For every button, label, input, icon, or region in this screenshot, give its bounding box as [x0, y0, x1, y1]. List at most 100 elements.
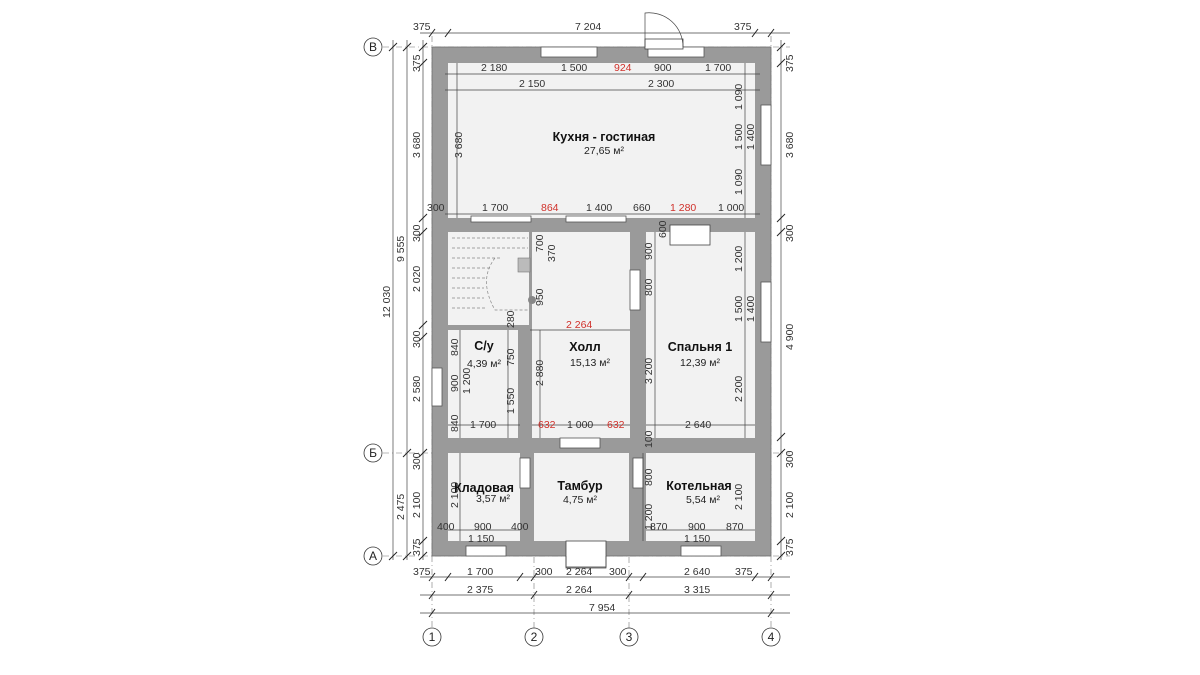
room-name-bedroom: Спальня 1: [668, 340, 732, 354]
dim-hall-b1: 632: [538, 419, 556, 431]
dim-b4: 1 150: [684, 533, 710, 545]
room-area-kitchen: 27,65 м²: [584, 145, 624, 157]
dim-l1: 375: [411, 54, 423, 72]
dim-l-total: 12 030: [381, 286, 393, 318]
dim-bot1-c: 300: [535, 566, 553, 578]
axis-col-2: 2: [531, 630, 538, 644]
dim-l-sub: 9 555: [395, 236, 407, 262]
left-dims: 12 030 9 555 2 475 375 3 680 300 2 020 3…: [381, 54, 465, 556]
dim-b2: 900: [688, 521, 706, 533]
dim-bot3: 7 954: [589, 602, 615, 614]
dim-kr4: 1 090: [733, 169, 745, 195]
dim-kb7: 1 000: [718, 202, 744, 214]
dim-top-mid: 7 204: [575, 21, 601, 33]
dim-bot2-a: 2 375: [467, 584, 493, 596]
axis-row-v: В: [369, 40, 377, 54]
dim-kr1: 1 090: [733, 84, 745, 110]
dim-k5: 1 700: [705, 62, 731, 74]
dim-l3: 300: [411, 224, 423, 242]
room-area-vestibule: 4,75 м²: [563, 494, 598, 506]
dim-bv2: 750: [505, 348, 517, 366]
dim-k1: 2 180: [481, 62, 507, 74]
dim-p3: 400: [511, 521, 529, 533]
dim-bv1: 840: [449, 338, 461, 356]
dim-r2: 3 680: [784, 132, 796, 158]
dim-st1: 700: [534, 234, 546, 252]
dim-b1: 870: [650, 521, 668, 533]
room-name-bathroom: С/у: [474, 339, 494, 353]
dim-hall-b2: 1 000: [567, 419, 593, 431]
dim-hv6: 100: [643, 430, 655, 448]
dim-k4: 900: [654, 62, 672, 74]
dim-k2: 1 500: [561, 62, 587, 74]
room-area-bedroom: 12,39 м²: [680, 357, 720, 369]
dim-bot1-g: 375: [735, 566, 753, 578]
room-area-boiler: 5,54 м²: [686, 494, 721, 506]
dim-br3: 1 400: [745, 296, 757, 322]
room-area-bathroom: 4,39 м²: [467, 358, 502, 370]
dim-l-sub2: 2 475: [395, 494, 407, 520]
axis-row-b: Б: [369, 446, 377, 460]
dim-hv5: 800: [643, 278, 655, 296]
dim-bed-w: 2 640: [685, 419, 711, 431]
axis-row-a: А: [369, 549, 377, 563]
dim-l5: 300: [411, 330, 423, 348]
dim-kv1: 2 100: [733, 484, 745, 510]
room-name-pantry: Кладовая: [454, 481, 514, 495]
dim-bv6: 840: [449, 414, 461, 432]
dim-k7: 2 300: [648, 78, 674, 90]
dim-vv2: 1 200: [643, 504, 655, 530]
window-pantry-bottom: [465, 545, 507, 557]
dim-l9: 375: [411, 538, 423, 556]
dim-st3: 950: [534, 288, 546, 306]
dim-l4: 2 020: [411, 266, 423, 292]
window-kitchen-right: [760, 104, 772, 166]
dim-kr3: 1 400: [745, 124, 757, 150]
dim-l6: 2 580: [411, 376, 423, 402]
window-bath-left: [431, 367, 443, 407]
dim-bot1-f: 2 640: [684, 566, 710, 578]
dim-br2: 1 500: [733, 296, 745, 322]
dim-r5: 300: [784, 450, 796, 468]
dim-top-right: 375: [734, 21, 752, 33]
dim-kb2: 1 700: [482, 202, 508, 214]
dim-bot1-a: 375: [413, 566, 431, 578]
dim-br1: 1 200: [733, 246, 745, 272]
window-kitchen-bottom2: [565, 215, 627, 223]
dim-r7: 375: [784, 538, 796, 556]
window-kitchen-bottom: [470, 215, 532, 223]
entry-door-bottom: [565, 540, 607, 568]
axis-col-3: 3: [626, 630, 633, 644]
dim-st2: 370: [546, 244, 558, 262]
dim-bot1-d: 2 264: [566, 566, 592, 578]
interior-dims: 700 370 950 280 840 750 900 1 200 1 550 …: [449, 220, 745, 530]
dim-bath-w: 1 700: [470, 419, 496, 431]
window-top: [540, 46, 598, 58]
dim-r4: 4 900: [784, 324, 796, 350]
dim-hall-b3: 632: [607, 419, 625, 431]
dim-b3: 870: [726, 521, 744, 533]
dim-hv1: 2 880: [534, 360, 546, 386]
dim-bot1-e: 300: [609, 566, 627, 578]
dim-bv5: 1 550: [505, 388, 517, 414]
dim-bot1-b: 1 700: [467, 566, 493, 578]
dim-hv3: 600: [657, 220, 669, 238]
dim-p2: 900: [474, 521, 492, 533]
dimension-lines: [388, 28, 790, 618]
window-boiler-bottom: [680, 545, 722, 557]
dim-l7: 300: [411, 452, 423, 470]
dim-p4: 1 150: [468, 533, 494, 545]
axis-col-1: 1: [429, 630, 436, 644]
dim-br4: 2 200: [733, 376, 745, 402]
entry-door-top: [644, 38, 684, 50]
dim-kb3: 864: [541, 202, 559, 214]
dim-r3: 300: [784, 224, 796, 242]
dim-kr2: 1 500: [733, 124, 745, 150]
dim-p1: 400: [437, 521, 455, 533]
room-name-hall: Холл: [569, 340, 600, 354]
dim-l2: 3 680: [411, 132, 423, 158]
windows: [431, 46, 772, 557]
doors: [565, 12, 711, 569]
dim-st4: 280: [505, 310, 517, 328]
